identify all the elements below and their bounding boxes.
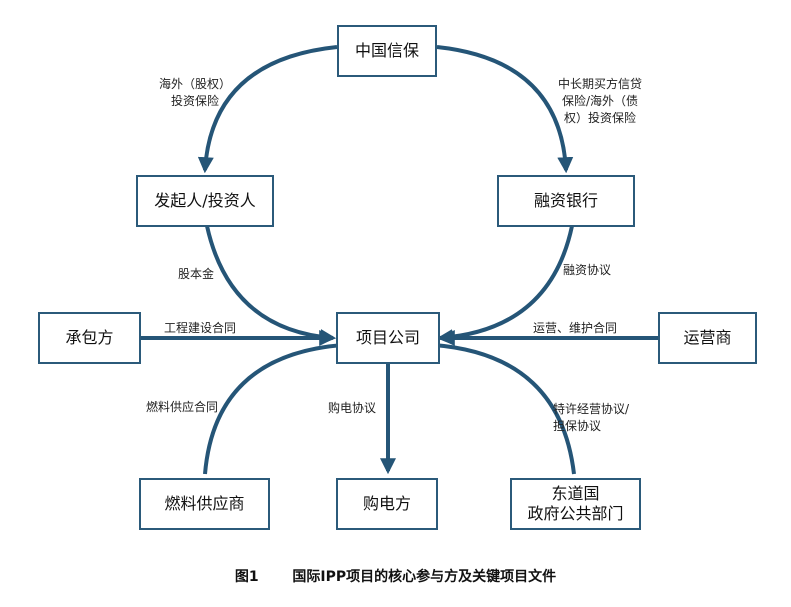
- label-fuel-supply-contract: 燃料供应合同: [146, 400, 219, 414]
- label-line: 中长期买方信贷: [557, 77, 642, 91]
- node-fuel-supplier: 燃料供应商: [139, 478, 270, 530]
- node-financing-bank: 融资银行: [497, 175, 635, 227]
- figure-number: 图1: [234, 569, 259, 585]
- arrow-sponsor-to-company: [205, 225, 337, 345]
- label-overseas-investment-insurance: 海外（股权） 投资保险: [140, 76, 250, 110]
- label-om-contract: 运营、维护合同: [533, 321, 618, 335]
- node-sinosure: 中国信保: [337, 25, 437, 77]
- node-project-company: 项目公司: [336, 312, 440, 364]
- line-host-gov: [433, 343, 576, 475]
- host-gov-line1: 东道国: [551, 484, 600, 503]
- label-concession-guarantee: 特许经营协议/ 担保协议: [553, 401, 629, 435]
- label-equity: 股本金: [178, 267, 215, 281]
- figure-title: 国际IPP项目的核心参与方及关键项目文件: [292, 569, 557, 585]
- node-sponsor: 发起人/投资人: [136, 175, 274, 227]
- label-line: 投资保险: [170, 94, 219, 108]
- arrow-sinosure-to-bank: [436, 45, 574, 174]
- label-financing-agreement: 融资协议: [563, 263, 612, 277]
- label-epc-contract: 工程建设合同: [164, 321, 237, 335]
- label-line: 保险/海外（债: [561, 94, 639, 108]
- arrow-bank-to-company: [436, 225, 574, 346]
- node-power-purchaser: 购电方: [336, 478, 438, 530]
- label-ppa: 购电协议: [328, 401, 377, 415]
- label-credit-insurance: 中长期买方信贷 保险/海外（债 权）投资保险: [540, 76, 660, 127]
- figure-caption: 图1 国际IPP项目的核心参与方及关键项目文件: [0, 566, 791, 586]
- label-line: 担保协议: [553, 419, 602, 433]
- host-gov-line2: 政府公共部门: [527, 504, 624, 523]
- node-host-government: 东道国 政府公共部门: [510, 478, 641, 530]
- node-operator: 运营商: [658, 312, 757, 364]
- label-line: 海外（股权）: [158, 77, 231, 91]
- arrow-sinosure-to-sponsor: [197, 45, 338, 174]
- label-line: 特许经营协议/: [553, 402, 630, 416]
- node-contractor: 承包方: [38, 312, 141, 364]
- line-fuel-supplier: [203, 343, 344, 475]
- label-line: 权）投资保险: [563, 111, 636, 125]
